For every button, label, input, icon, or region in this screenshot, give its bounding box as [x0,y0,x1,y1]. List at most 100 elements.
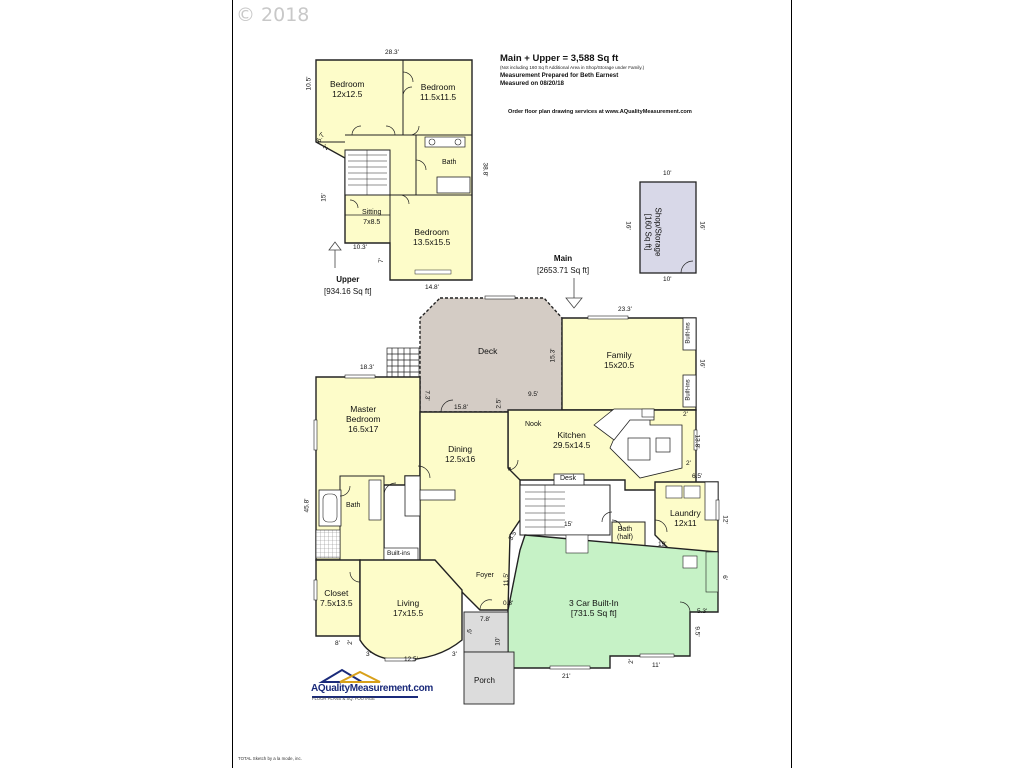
dim: 7.8' [480,616,491,623]
room-name: Family [606,350,632,360]
total-area-note: (Not including 160 Sq ft Additional Area… [500,65,645,70]
dim: 11' [652,662,660,669]
deck-label: Deck [478,346,498,356]
logo-name: AQualityMeasurement.com [311,683,434,694]
level-area: [2653.71 Sq ft] [537,266,590,275]
dim: 14.8' [425,284,439,291]
room-name: Dining [448,444,473,454]
room-name: Living [397,598,420,608]
dim: 12' [721,515,729,524]
room-name: 3 Car Built-In [569,598,619,608]
dim: 15.3' [549,348,557,363]
dim: 0.3' [503,600,514,607]
builtins-label: Built-ins [685,379,692,401]
dim: 2' [686,460,691,467]
company-logo-icon [312,668,418,698]
copyright: © 2018 [236,4,310,26]
dim: 3' [366,651,371,658]
room-size: 15x20.5 [604,360,635,370]
upper-level-label: Upper [934.16 Sq ft] [324,274,372,298]
dim: 2' [346,640,354,645]
dim: 10' [663,170,672,177]
upper-direction-arrow [328,241,342,268]
room-name: Bath [617,526,633,533]
sitting-label: Sitting 7x8.5 [362,208,381,228]
dim: 12.5' [404,656,418,663]
upper-floor [315,59,473,281]
dim: 6.5' [692,473,703,480]
dim: 3' [452,651,457,658]
shop-storage [639,181,697,274]
level-name: Main [553,254,573,263]
builtins-label: Built-ins [387,550,411,557]
dim: 19' [658,541,667,548]
room-name: Kitchen [557,430,586,440]
dim: 15' [564,521,573,528]
room-name: Shop/Storage [653,207,663,257]
dim: 10' [494,637,502,646]
footer-credit: TOTAL Sketch by a la mode, inc. [238,756,302,761]
room-size: [731.5 Sq ft] [570,608,617,618]
room-size: (half) [617,534,633,541]
bath-label: Bath [346,502,361,509]
level-name: Upper [336,275,360,284]
dim: 28.3' [385,49,399,56]
room-name: Bedroom [414,227,449,237]
dim: 2.5' [495,398,503,409]
room-size: 29.5x14.5 [553,440,591,450]
deck-shape [419,297,563,413]
main-direction-arrow [565,278,583,309]
room-size: 12x12.5 [332,89,363,99]
room-size: 7.5x13.5 [320,598,353,608]
room-size: 17x15.5 [393,608,424,618]
dim: 18.3' [360,364,374,371]
dim: 7' [377,258,385,263]
dim: 5.3' [697,608,708,615]
room-name: Closet [324,588,349,598]
dim: 2' [627,659,635,664]
half-bath-label: Bath(half) [617,526,633,542]
dim: 45.8' [303,498,311,513]
dim: 11.5' [503,572,511,587]
room-size: 12.5x16 [445,454,476,464]
prepared-for: Measurement Prepared for Beth Earnest Me… [500,72,618,88]
dim: 10.3' [353,244,367,251]
dim: 16' [624,221,632,230]
dim: 9' [464,629,472,634]
room-size: [160 Sq ft] [643,213,653,251]
dim: 38.8' [481,162,489,177]
room-name: Sitting [362,209,382,216]
dim: 23.3' [618,306,632,313]
room-size: 12x11 [674,518,697,528]
dim: 13.8' [693,434,701,449]
measured-on-line: Measured on 08/20/18 [500,80,564,87]
order-services-line: Order floor plan drawing services at www… [508,109,692,115]
garage-label: 3 Car Built-In[731.5 Sq ft] [569,598,619,618]
dim: 10' [663,276,672,283]
room-size: 11.5x11.5 [420,92,457,102]
main-level-label: Main [2653.71 Sq ft] [537,253,589,277]
dim: 10.5' [305,76,313,91]
dim: 9.5' [693,626,701,637]
upper-bath-label: Bath [442,159,457,166]
shop-label: Shop/Storage[160 Sq ft] [642,208,662,257]
room-size: 16.5x17 [348,424,379,434]
prepared-for-line: Measurement Prepared for Beth Earnest [500,72,619,79]
dim: 15' [320,193,328,202]
dim: 21' [562,673,571,680]
dim: 2' [683,411,688,418]
level-area: [934.16 Sq ft] [324,287,372,296]
room-size: 7x8.5 [363,219,381,226]
room-name: Bedroom [346,414,381,424]
